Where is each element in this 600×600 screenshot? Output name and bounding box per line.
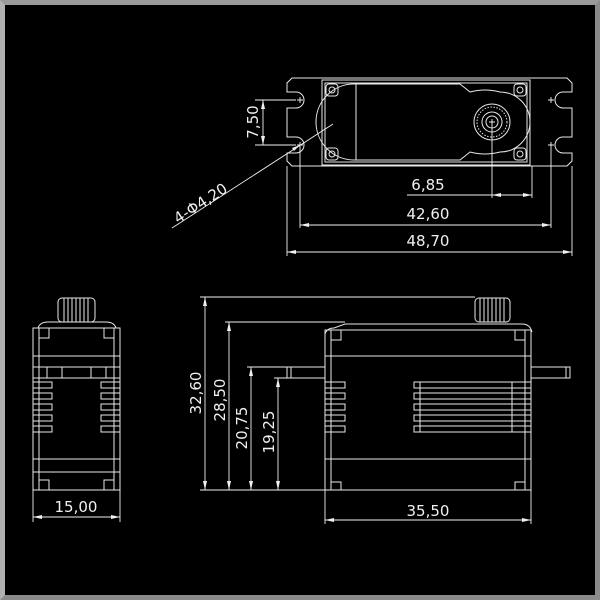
gear-housing-outline: [315, 83, 531, 161]
dim-label-19-25: 19,25: [260, 411, 278, 454]
dim-label-42-60: 42,60: [407, 205, 450, 223]
case-top: [324, 323, 533, 335]
case-inner-outline: [324, 82, 528, 163]
dim-label-32-60: 32,60: [187, 372, 205, 415]
dim-label-20-75: 20,75: [233, 407, 251, 450]
case-outline: [32, 327, 121, 491]
dim-shaft-offset: 6,85: [407, 122, 533, 198]
top-view: 7,50 4-Φ4,20 6,85 42,60 48,70: [170, 77, 573, 256]
dim-body-height: 28,50: [211, 321, 345, 490]
case-top: [37, 321, 117, 329]
dim-label-48-70: 48,70: [407, 232, 450, 250]
dim-overall-length: 48,70: [286, 166, 573, 256]
front-view: 15,00: [32, 297, 121, 522]
vent-slots: [325, 381, 532, 433]
dim-label-holes: 4-Φ4,20: [170, 179, 230, 227]
side-view: 32,60 28,50 20,75 19,25 35,50: [187, 296, 571, 524]
dim-hole-spacing: 7,50: [244, 99, 296, 146]
dim-tab-bottom: 19,25: [260, 377, 287, 490]
dim-tab-top: 20,75: [233, 366, 287, 490]
dim-label-6-85: 6,85: [411, 176, 444, 194]
mounting-tabs: [286, 366, 571, 379]
dim-width: 15,00: [32, 490, 121, 522]
hole-centers: [297, 97, 554, 148]
dim-label-15-00: 15,00: [55, 498, 98, 516]
dim-body-length: 35,50: [324, 490, 532, 524]
vent-slots: [33, 381, 120, 433]
dim-hole-pitch: 42,60: [299, 148, 552, 228]
dim-label-7-50: 7,50: [244, 105, 262, 138]
corner-screws: [325, 83, 527, 161]
dim-label-35-50: 35,50: [407, 502, 450, 520]
dim-total-height: 32,60: [187, 296, 475, 490]
dim-label-28-50: 28,50: [211, 379, 229, 422]
mounting-plate-outline: [286, 77, 573, 167]
